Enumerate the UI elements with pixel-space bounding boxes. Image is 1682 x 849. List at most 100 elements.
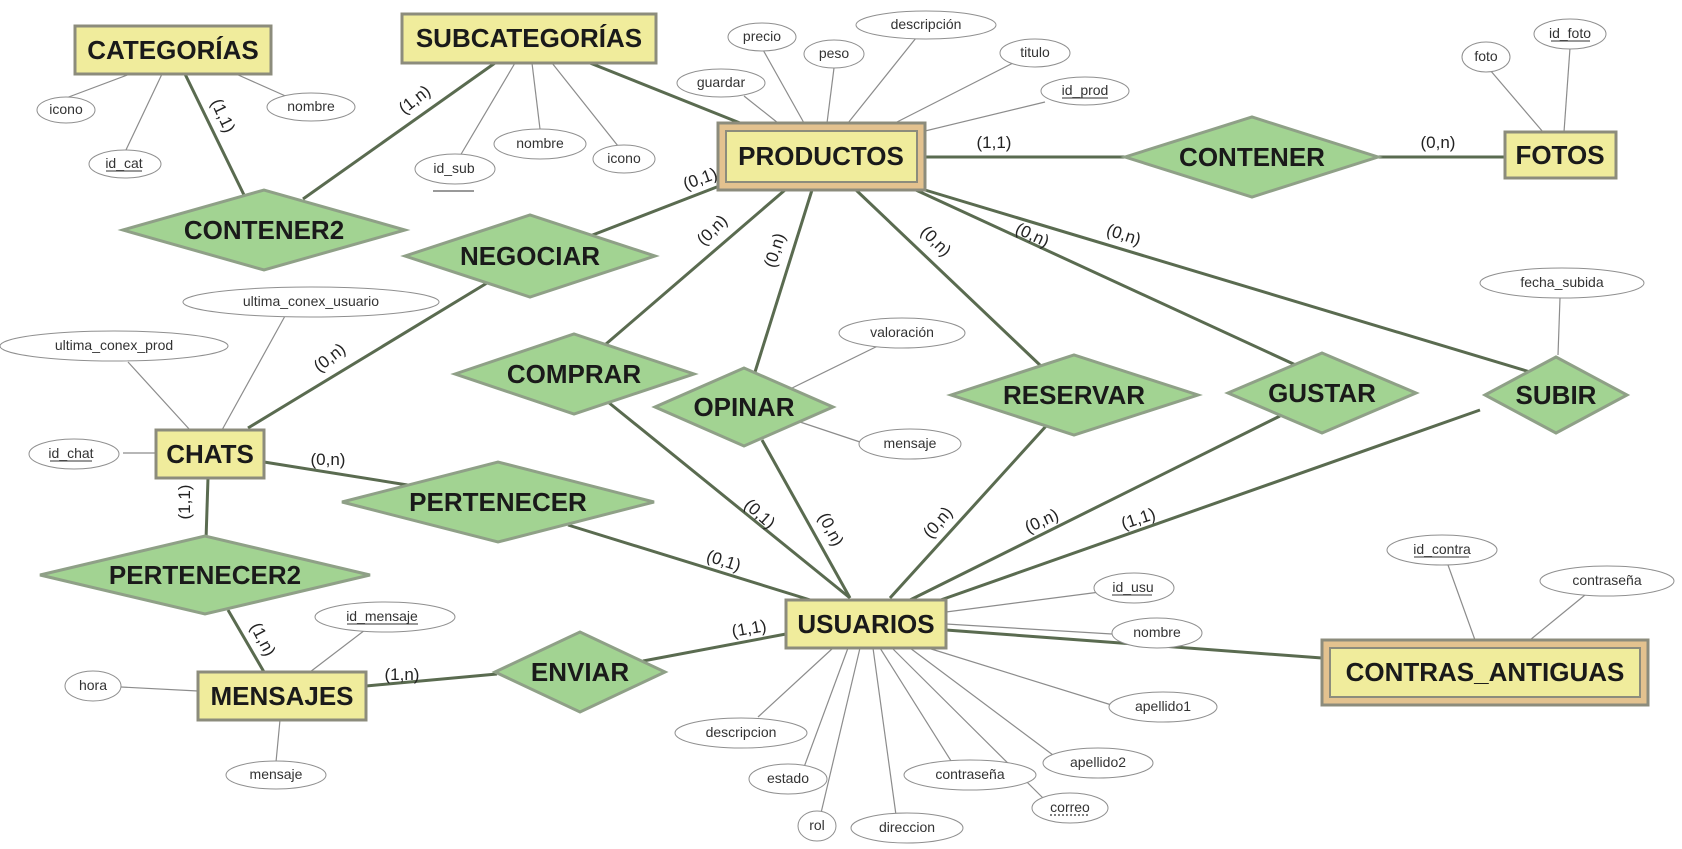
attr-line <box>799 647 849 779</box>
relationship-opinar[interactable]: OPINAR <box>651 366 837 448</box>
attribute-label: id_chat <box>48 445 93 461</box>
attribute-sub-nombre[interactable]: nombre <box>493 128 587 160</box>
attribute-ellipse <box>1111 617 1203 649</box>
attribute-usu-nombre[interactable]: nombre <box>1111 617 1203 649</box>
relationship-diamond <box>491 630 669 714</box>
entity-contras-antiguas[interactable]: CONTRAS_ANTIGUAS <box>1320 638 1650 707</box>
relationship-label: SUBIR <box>1516 380 1597 410</box>
relationship-pertenecer[interactable]: PERTENECER <box>341 460 655 544</box>
attribute-label: guardar <box>697 74 746 90</box>
entity-chats[interactable]: CHATS <box>154 428 266 480</box>
attribute-msg-id[interactable]: id_mensaje <box>314 601 456 633</box>
entity-box <box>73 24 273 76</box>
attribute-subir-fecha[interactable]: fecha_subida <box>1479 267 1645 299</box>
attribute-label: mensaje <box>250 766 303 782</box>
attr-line <box>761 47 805 124</box>
attribute-contra-contrasena[interactable]: contraseña <box>1539 565 1675 597</box>
attribute-prod-guardar[interactable]: guardar <box>676 68 766 98</box>
attribute-cat-nombre[interactable]: nombre <box>266 92 356 122</box>
relationship-diamond <box>450 332 699 416</box>
attribute-usu-apellido1[interactable]: apellido1 <box>1108 691 1218 723</box>
attribute-prod-id[interactable]: id_prod <box>1040 76 1130 106</box>
attribute-msg-mensaje[interactable]: mensaje <box>225 760 327 790</box>
attribute-opinar-mensaje[interactable]: mensaje <box>858 428 962 460</box>
cardinality-label: (1,n) <box>385 665 420 684</box>
attribute-msg-hora[interactable]: hora <box>64 670 122 702</box>
relationship-label: COMPRAR <box>507 359 642 389</box>
attribute-cat-icono[interactable]: icono <box>36 96 96 124</box>
attribute-usu-direccion[interactable]: direccion <box>850 812 964 844</box>
relationship-label: GUSTAR <box>1268 378 1376 408</box>
attribute-prod-titulo[interactable]: titulo <box>999 38 1071 68</box>
attribute-usu-estado[interactable]: estado <box>748 763 828 795</box>
relationship-contener2[interactable]: CONTENER2 <box>117 188 411 272</box>
attribute-foto-id[interactable]: id_foto <box>1533 18 1607 50</box>
entity-mensajes[interactable]: MENSAJES <box>196 670 368 722</box>
attribute-usu-rol[interactable]: rol <box>797 810 837 842</box>
attr-line <box>847 37 917 124</box>
edge-pertenecer-usuarios <box>567 523 821 605</box>
attribute-chat-id[interactable]: id_chat <box>28 438 120 470</box>
attribute-prod-descripcion[interactable]: descripción <box>855 10 997 40</box>
attribute-ellipse <box>592 144 656 174</box>
edge-productos-subir <box>924 188 1541 377</box>
entity-usuarios[interactable]: USUARIOS <box>784 598 948 650</box>
edge-productos-reservar <box>854 188 1044 369</box>
attr-line <box>1529 594 1586 641</box>
attribute-cat-id[interactable]: id_cat <box>88 149 162 179</box>
attribute-sub-id[interactable]: id_sub <box>414 153 496 192</box>
attribute-sub-icono[interactable]: icono <box>592 144 656 174</box>
entity-label: CATEGORÍAS <box>87 35 258 65</box>
attribute-chat-conex-prod[interactable]: ultima_conex_prod <box>0 330 229 362</box>
attribute-usu-id[interactable]: id_usu <box>1093 572 1175 604</box>
attribute-foto-foto[interactable]: foto <box>1461 41 1511 73</box>
attribute-ellipse <box>1108 691 1218 723</box>
attribute-ellipse <box>748 763 828 795</box>
cardinality-label: (0,n) <box>1421 133 1456 152</box>
entity-fotos[interactable]: FOTOS <box>1503 130 1618 180</box>
edge-chats-pertenecer2 <box>204 477 210 541</box>
edge-pertenecer2-mensajes <box>226 609 266 673</box>
relationship-negociar[interactable]: NEGOCIAR <box>400 213 660 299</box>
attribute-usu-contrasena[interactable]: contraseña <box>903 759 1037 791</box>
attribute-label: contraseña <box>935 766 1004 782</box>
attr-line <box>531 62 541 130</box>
relationship-label: RESERVAR <box>1003 380 1145 410</box>
attribute-ellipse <box>493 128 587 160</box>
attribute-label: fecha_subida <box>1520 274 1604 290</box>
entity-subcategorias[interactable]: SUBCATEGORÍAS <box>400 12 658 65</box>
attribute-prod-peso[interactable]: peso <box>803 39 865 69</box>
attribute-chat-conex-usuario[interactable]: ultima_conex_usuario <box>182 286 440 318</box>
attribute-label: nombre <box>1133 624 1181 640</box>
attribute-label: correo <box>1050 799 1090 815</box>
entity-label: CONTRAS_ANTIGUAS <box>1346 657 1625 687</box>
attribute-label: apellido1 <box>1135 698 1191 714</box>
attribute-usu-apellido2[interactable]: apellido2 <box>1042 747 1154 779</box>
relationship-diamond <box>1481 355 1631 435</box>
relationship-lines <box>183 61 1541 688</box>
attribute-usu-descripcion[interactable]: descripcion <box>674 717 808 749</box>
relationship-pertenecer2[interactable]: PERTENECER2 <box>39 534 371 616</box>
entity-productos[interactable]: PRODUCTOS <box>716 121 927 192</box>
attribute-usu-correo[interactable]: correo <box>1031 792 1109 824</box>
attr-line <box>879 647 959 773</box>
attribute-ellipse <box>64 670 122 702</box>
relationship-comprar[interactable]: COMPRAR <box>450 332 699 416</box>
relationship-contener[interactable]: CONTENER <box>1120 115 1383 199</box>
attribute-prod-precio[interactable]: precio <box>727 22 797 52</box>
entity-categorias[interactable]: CATEGORÍAS <box>73 24 273 76</box>
attribute-label: apellido2 <box>1070 754 1126 770</box>
attribute-contra-id[interactable]: id_contra <box>1386 534 1498 566</box>
relationship-subir[interactable]: SUBIR <box>1481 355 1631 435</box>
relationship-label: PERTENECER <box>409 487 587 517</box>
edge-subir-usuarios <box>934 408 1481 604</box>
cardinality-label: (0,n) <box>311 450 346 469</box>
relationship-reservar[interactable]: RESERVAR <box>946 353 1203 437</box>
relationship-gustar[interactable]: GUSTAR <box>1224 351 1420 435</box>
attribute-opinar-valoracion[interactable]: valoración <box>838 317 966 349</box>
attr-line <box>551 62 619 147</box>
relationship-enviar[interactable]: ENVIAR <box>491 630 669 714</box>
attribute-label: id_sub <box>433 160 474 176</box>
attribute-label: direccion <box>879 819 935 835</box>
edge-gustar-usuarios <box>909 414 1281 602</box>
